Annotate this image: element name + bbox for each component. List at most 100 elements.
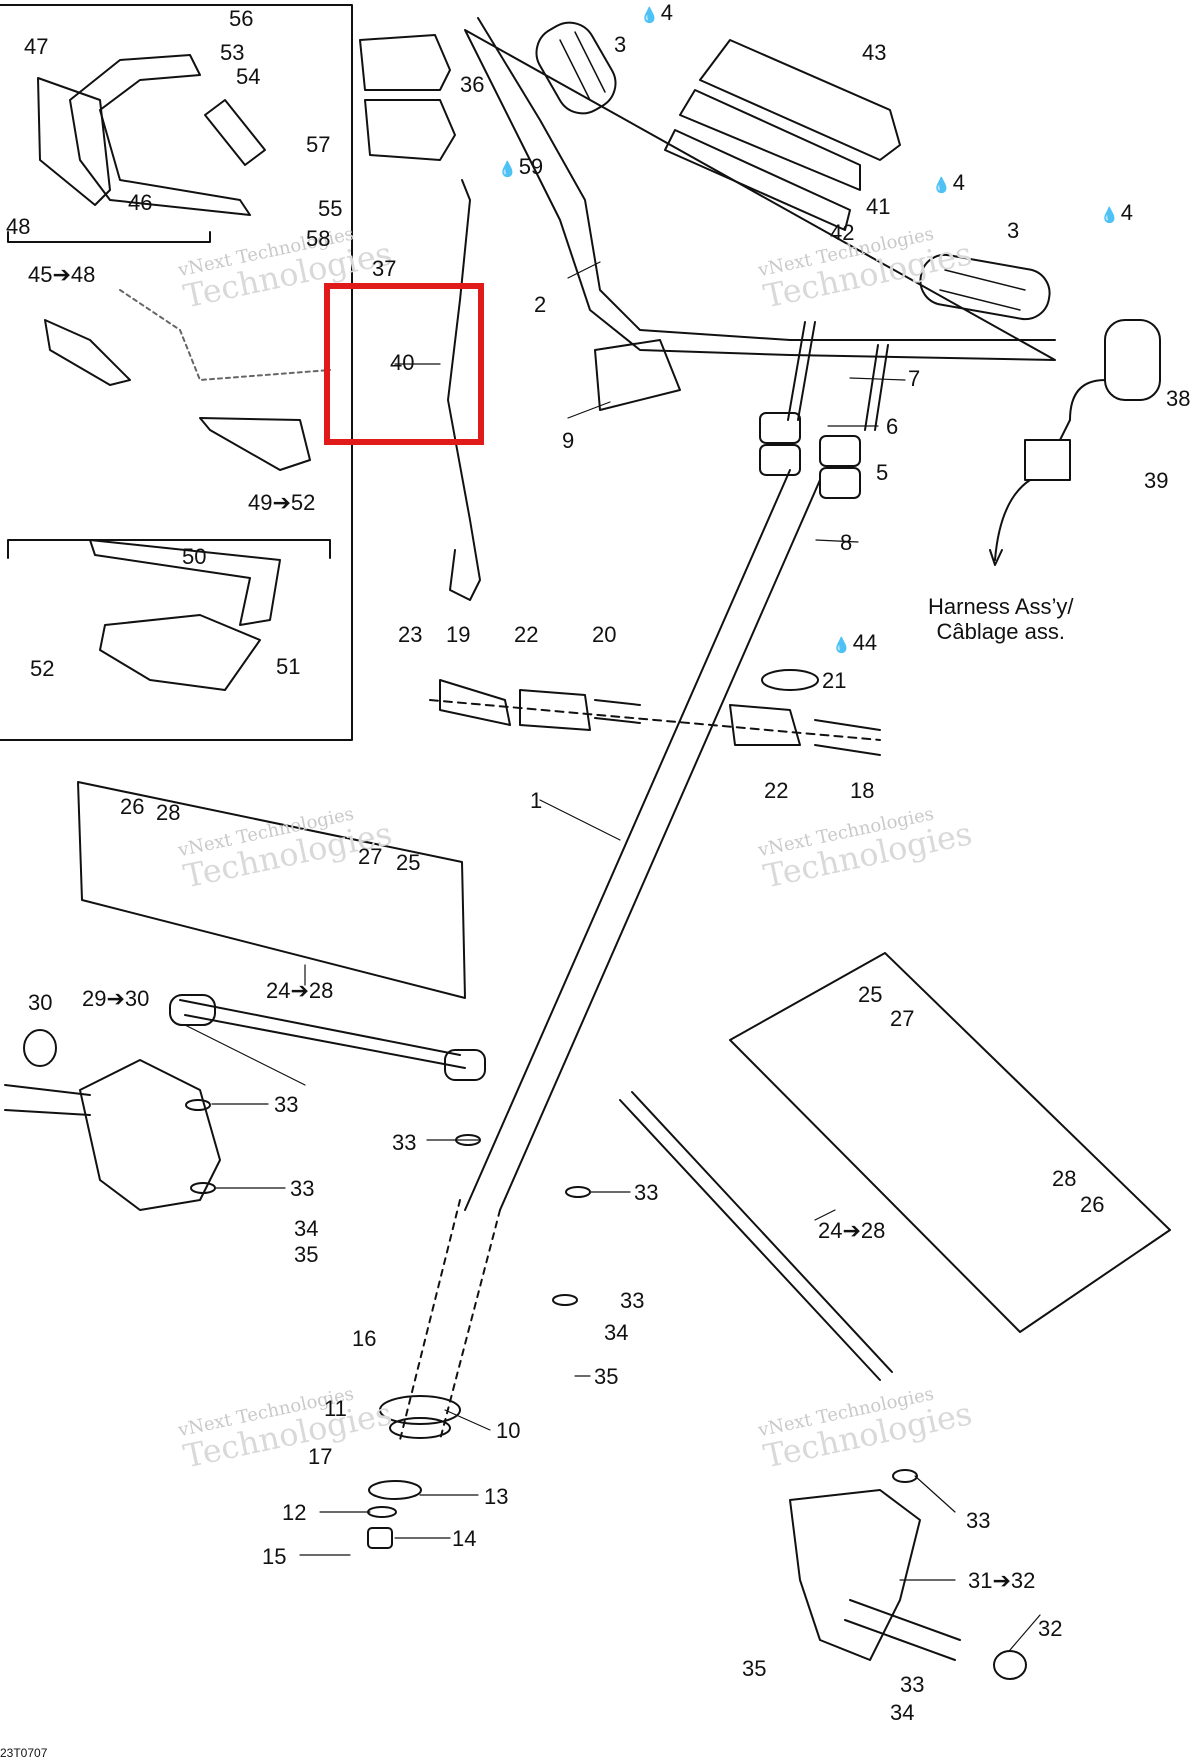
callout-33e: 33 <box>620 1288 645 1313</box>
grip-left <box>535 21 617 115</box>
shell-51 <box>99 614 261 691</box>
callout-48: 48 <box>6 214 31 239</box>
callout-44: 44 <box>832 632 877 654</box>
callout-33d: 33 <box>634 1180 659 1205</box>
callout-16: 16 <box>352 1326 377 1351</box>
grip-54 <box>204 99 266 166</box>
callout-45-48: 45➔48 <box>28 262 96 287</box>
callout-22b: 22 <box>764 778 789 803</box>
knuckle-left <box>79 1059 221 1211</box>
callout-19: 19 <box>446 622 471 647</box>
guard-bar-46 <box>69 54 251 216</box>
callout-24-28b: 24➔28 <box>818 1218 886 1243</box>
washer-33c <box>190 1182 216 1194</box>
callout-37: 37 <box>372 256 397 281</box>
flange-11 <box>379 1395 461 1425</box>
callout-25b: 25 <box>858 982 883 1007</box>
cap-9 <box>594 339 681 411</box>
diagram-code: 23T0707 <box>0 1746 48 1760</box>
callout-27a: 27 <box>358 844 383 869</box>
callout-42: 42 <box>830 220 855 245</box>
callout-31-32: 31➔32 <box>968 1568 1036 1593</box>
callout-22a: 22 <box>514 622 539 647</box>
washer-32 <box>993 1650 1027 1680</box>
callout-13: 13 <box>484 1484 509 1509</box>
washer-30 <box>23 1029 57 1067</box>
guard-45 <box>44 319 131 386</box>
bolt-7a <box>787 321 816 421</box>
callout-43: 43 <box>862 40 887 65</box>
dashed-link <box>429 699 881 741</box>
callout-38: 38 <box>1166 386 1191 411</box>
washer-12 <box>367 1506 397 1518</box>
callout-33a: 33 <box>274 1092 299 1117</box>
callout-4b: 4 <box>932 172 965 194</box>
block-22a <box>519 689 591 731</box>
pad-41 <box>679 89 861 191</box>
callout-33b: 33 <box>392 1130 417 1155</box>
callout-47: 47 <box>24 34 49 59</box>
guard-49 <box>199 417 311 471</box>
callout-34c: 34 <box>890 1700 915 1725</box>
callout-55: 55 <box>318 196 343 221</box>
callout-24-28a: 24➔28 <box>266 978 334 1003</box>
throttle-cable-40 <box>447 179 481 601</box>
inset-frame-handguard <box>0 4 353 741</box>
block-22b <box>729 704 801 746</box>
callout-18: 18 <box>850 778 875 803</box>
pad-43 <box>699 39 901 161</box>
leader-lines <box>184 261 1041 1651</box>
clamp-5a <box>759 412 801 444</box>
callout-5: 5 <box>876 460 889 485</box>
callout-23: 23 <box>398 622 423 647</box>
callout-29-30: 29➔30 <box>82 986 150 1011</box>
bolt-7b <box>864 344 889 431</box>
callout-54: 54 <box>236 64 261 89</box>
callout-41: 41 <box>866 194 891 219</box>
harness-note: Harness Ass’y/ Câblage ass. <box>928 594 1074 645</box>
callout-46: 46 <box>128 190 153 215</box>
callout-32: 32 <box>1038 1616 1063 1641</box>
callout-8: 8 <box>840 530 853 555</box>
callout-1: 1 <box>530 788 543 813</box>
spindle-left <box>4 1084 91 1116</box>
callout-2: 2 <box>534 292 547 317</box>
callout-34b: 34 <box>604 1320 629 1345</box>
switch-38 <box>1104 319 1161 401</box>
callout-56: 56 <box>229 6 254 31</box>
tie-rod-right <box>619 1091 893 1381</box>
callout-27b: 27 <box>890 1006 915 1031</box>
pad-42 <box>664 129 851 231</box>
callout-33c: 33 <box>290 1176 315 1201</box>
knuckle-right <box>789 1489 921 1661</box>
inset-tie-rod-right <box>729 952 1171 1333</box>
bracket-45-48 <box>7 231 211 243</box>
tie-rod-left <box>179 999 466 1069</box>
connector-38 <box>1024 439 1071 481</box>
callout-57: 57 <box>306 132 331 157</box>
clamp-5c <box>759 444 801 476</box>
callout-26a: 26 <box>120 794 145 819</box>
callout-25a: 25 <box>396 850 421 875</box>
callout-14: 14 <box>452 1526 477 1551</box>
bolt-18 <box>814 719 881 756</box>
ghost-bar <box>119 289 331 381</box>
harness-note-fr: Câblage ass. <box>936 619 1065 645</box>
washer-33a <box>185 1099 211 1111</box>
washer-33f <box>892 1469 918 1483</box>
tie-end-left <box>169 994 216 1026</box>
washer-33d <box>565 1186 591 1198</box>
callout-39: 39 <box>1144 468 1169 493</box>
callout-35b: 35 <box>594 1364 619 1389</box>
callout-17: 17 <box>308 1444 333 1469</box>
column-lower <box>399 1199 501 1441</box>
callout-9: 9 <box>562 428 575 453</box>
callout-33g: 33 <box>900 1672 925 1697</box>
callout-11: 11 <box>324 1396 347 1421</box>
bar-50 <box>89 539 281 626</box>
washer-33e <box>552 1294 578 1306</box>
callout-53: 53 <box>220 40 245 65</box>
highlight-box-part-40 <box>324 283 484 445</box>
callout-28b: 28 <box>1052 1166 1077 1191</box>
harness-arrow <box>989 479 1031 566</box>
